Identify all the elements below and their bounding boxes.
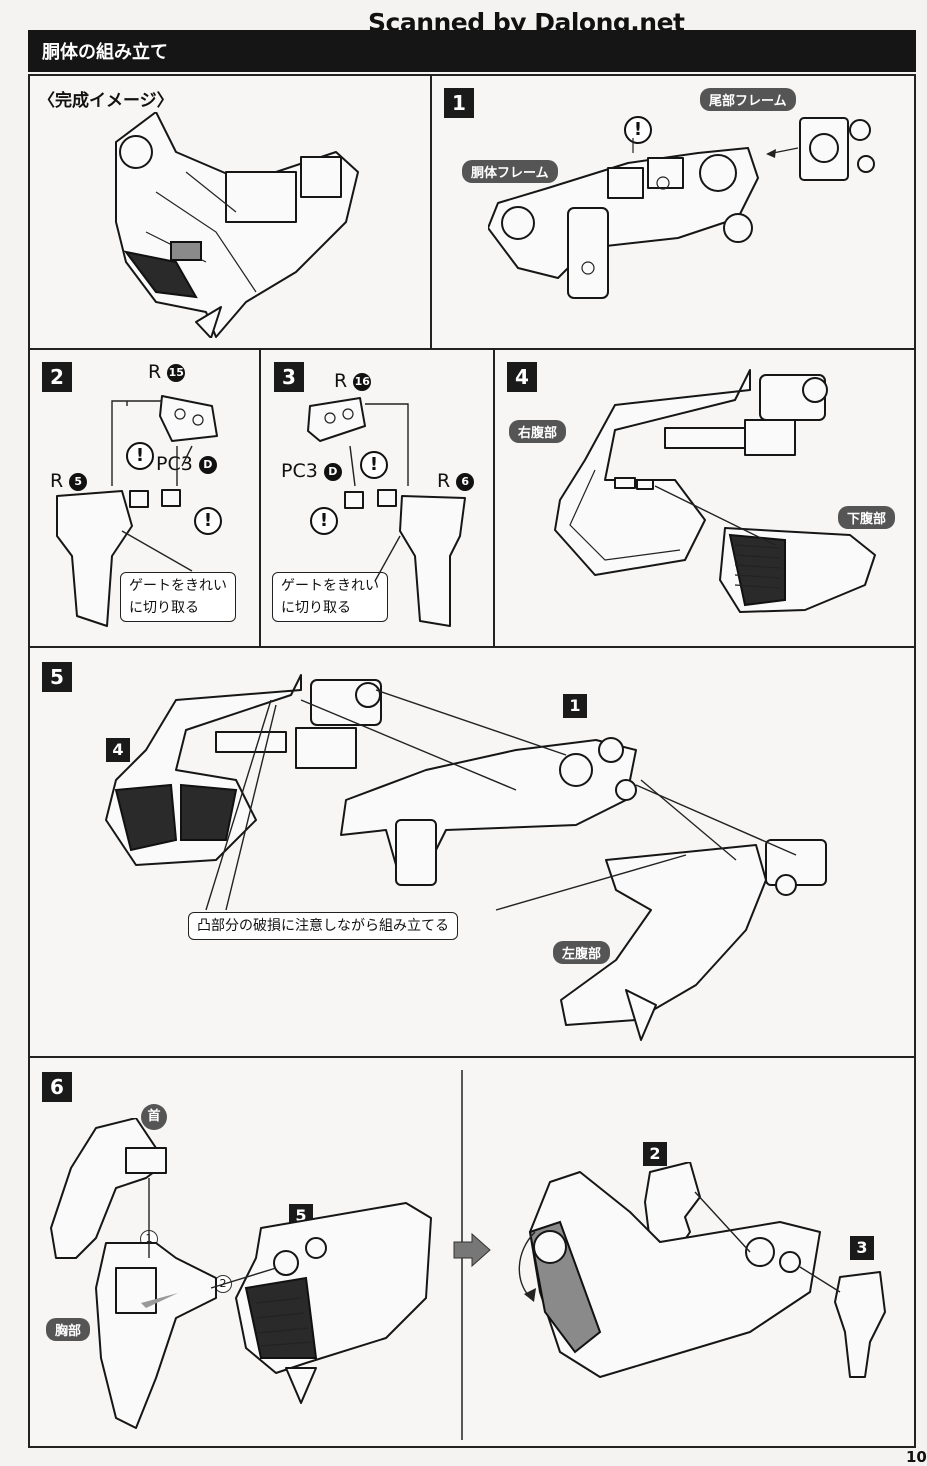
neck-label: 首 <box>141 1104 167 1130</box>
step3-illustration <box>307 397 466 627</box>
step3-part-top: R 16 <box>334 370 372 392</box>
step2-badge: 2 <box>42 362 72 392</box>
page-number: 10 <box>906 1448 927 1466</box>
step2-pc-name: PC3 <box>156 453 193 475</box>
step1-badge: 1 <box>444 88 474 118</box>
step3-badge: 3 <box>274 362 304 392</box>
step6-ref-3: 3 <box>850 1236 874 1260</box>
step2-gate-note: ゲートをきれい に切り取る <box>120 572 236 622</box>
step2-part-top: R 15 <box>148 361 186 383</box>
step6-arrow-next-icon <box>453 1232 491 1268</box>
step3-gate-note: ゲートをきれい に切り取る <box>272 572 388 622</box>
step2-part-left: R 5 <box>50 470 88 492</box>
step2-part-top-number: 15 <box>167 364 186 382</box>
step2-pc-part: PC3 D <box>156 453 217 475</box>
step5-badge: 5 <box>42 662 72 692</box>
step3-part-top-letter: R <box>334 370 348 392</box>
step6-ref-2: 2 <box>643 1142 667 1166</box>
torso-frame-illustration <box>488 117 875 299</box>
step1-warning-icon: ! <box>624 116 652 144</box>
step5-caution-note: 凸部分の破損に注意しながら組み立てる <box>188 912 458 940</box>
step3-pc-name: PC3 <box>281 460 318 482</box>
step3-pc-letter: D <box>323 463 342 481</box>
step6-badge: 6 <box>42 1072 72 1102</box>
tail-frame-label: 尾部フレーム <box>700 88 796 111</box>
step2-part-left-letter: R <box>50 470 64 492</box>
step6-attach-illustration <box>518 1162 886 1378</box>
step2-warning-icon-1: ! <box>126 442 154 470</box>
step3-note-line2: に切り取る <box>281 600 351 616</box>
step6-assembly-illustration <box>50 1118 432 1429</box>
step5-illustration <box>105 674 827 1041</box>
step3-part-top-number: 16 <box>353 373 372 391</box>
section-title: 胴体の組み立て <box>42 42 168 63</box>
step4-illustration <box>554 369 876 613</box>
step3-note-line1: ゲートをきれい <box>281 578 379 594</box>
step3-part-right: R 6 <box>437 470 475 492</box>
step4-badge: 4 <box>507 362 537 392</box>
step2-pc-letter: D <box>198 456 217 474</box>
step2-note-line1: ゲートをきれい <box>129 578 227 594</box>
step3-warning-icon-2: ! <box>310 507 338 535</box>
left-belly-label: 左腹部 <box>553 941 611 964</box>
step5-ref-1: 1 <box>563 694 587 718</box>
right-belly-label: 右腹部 <box>509 420 567 443</box>
step3-pc-part: PC3 D <box>281 460 342 482</box>
chest-label: 胸部 <box>46 1318 91 1341</box>
step2-part-top-letter: R <box>148 361 162 383</box>
completed-torso-illustration <box>115 112 359 338</box>
step2-note-line2: に切り取る <box>129 600 199 616</box>
step2-warning-icon-2: ! <box>194 507 222 535</box>
section-header-bar <box>28 30 916 72</box>
lower-belly-label: 下腹部 <box>838 506 896 529</box>
preview-title: 〈完成イメージ〉 <box>38 91 174 111</box>
torso-frame-label: 胴体フレーム <box>462 160 558 183</box>
step3-part-right-letter: R <box>437 470 451 492</box>
step3-warning-icon-1: ! <box>360 451 388 479</box>
step5-ref-4: 4 <box>106 738 130 762</box>
step2-illustration <box>56 395 218 627</box>
step3-part-right-number: 6 <box>456 473 475 491</box>
step2-part-left-number: 5 <box>69 473 88 491</box>
